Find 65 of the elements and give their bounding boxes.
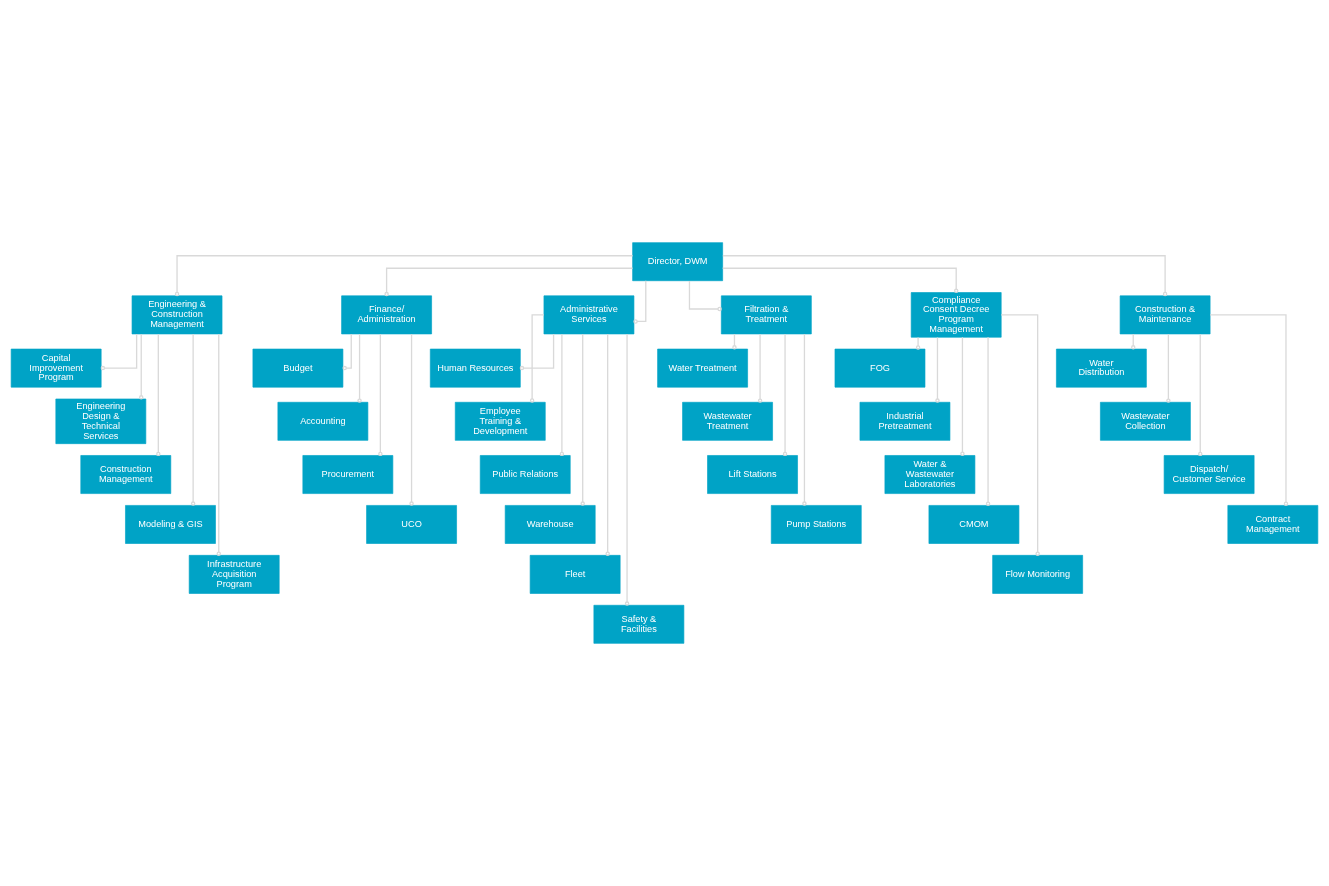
- connector: [605, 333, 610, 556]
- connector: [985, 336, 991, 506]
- connector: [802, 333, 807, 506]
- connector: [342, 333, 352, 371]
- connector: [519, 333, 555, 371]
- node-box: Water Treatment: [657, 348, 748, 388]
- node-box: Lift Stations: [707, 455, 798, 494]
- connector: [216, 333, 221, 556]
- node-box: Industrial Pretreatment: [859, 401, 951, 441]
- node-box: Capital Improvement Program: [10, 348, 102, 388]
- node-box: Administrative Services: [543, 295, 635, 335]
- connector: [580, 333, 585, 506]
- connector: [915, 336, 921, 350]
- connector: [357, 333, 362, 403]
- node-box: Public Relations: [479, 455, 571, 494]
- node-box: Finance/ Administration: [341, 295, 432, 335]
- node-box: UCO: [366, 505, 457, 544]
- node-box: Modeling & GIS: [125, 505, 216, 544]
- connector: [156, 333, 161, 457]
- connector: [960, 336, 965, 456]
- node-box: Fleet: [529, 555, 621, 594]
- node-box: Safety & Facilities: [593, 604, 685, 644]
- node-box: Employee Training & Development: [454, 401, 546, 441]
- node-box: FOG: [834, 348, 926, 388]
- node-box: Water & Wastewater Laboratories: [884, 455, 976, 494]
- node-box: Compliance Consent Decree Program Management: [910, 292, 1002, 338]
- connector: [174, 255, 634, 297]
- connector: [935, 336, 940, 403]
- connector: [139, 333, 144, 400]
- node-box: Contract Management: [1227, 505, 1319, 544]
- connector: [529, 314, 545, 403]
- node-box: Construction & Maintenance: [1119, 295, 1211, 335]
- node-box: Human Resources: [429, 348, 521, 388]
- node-box: Pump Stations: [770, 505, 862, 544]
- connector: [757, 333, 763, 403]
- node-box: Dispatch/ Customer Service: [1163, 455, 1255, 494]
- connector: [624, 333, 630, 606]
- node-box: Budget: [252, 348, 344, 388]
- connector: [559, 333, 565, 457]
- node-box: Accounting: [277, 401, 369, 441]
- node-box: Warehouse: [504, 505, 596, 544]
- connector: [782, 333, 788, 457]
- node-box: Water Distribution: [1056, 348, 1147, 388]
- connector: [1000, 314, 1040, 556]
- connector: [409, 333, 414, 506]
- node-box: Wastewater Collection: [1100, 401, 1191, 441]
- node-box: Engineering & Construction Management: [131, 295, 223, 335]
- node-box: Construction Management: [80, 455, 172, 494]
- connector: [1166, 333, 1171, 403]
- node-box: CMOM: [928, 505, 1020, 544]
- node-box: Procurement: [302, 455, 394, 494]
- connector: [688, 280, 722, 312]
- connector: [384, 267, 634, 297]
- connector: [1198, 333, 1203, 457]
- node-box: Director, DWM: [632, 242, 723, 282]
- node-box: Filtration & Treatment: [721, 295, 812, 335]
- connector: [100, 333, 138, 371]
- connector: [190, 333, 196, 506]
- node-box: Wastewater Treatment: [682, 401, 773, 441]
- connector: [378, 333, 383, 457]
- node-box: Infrastructure Acquisition Program: [188, 555, 280, 594]
- node-box: Engineering Design & Technical Services: [55, 398, 147, 444]
- connector: [633, 280, 647, 324]
- connector: [1209, 314, 1289, 506]
- node-box: Flow Monitoring: [992, 555, 1083, 594]
